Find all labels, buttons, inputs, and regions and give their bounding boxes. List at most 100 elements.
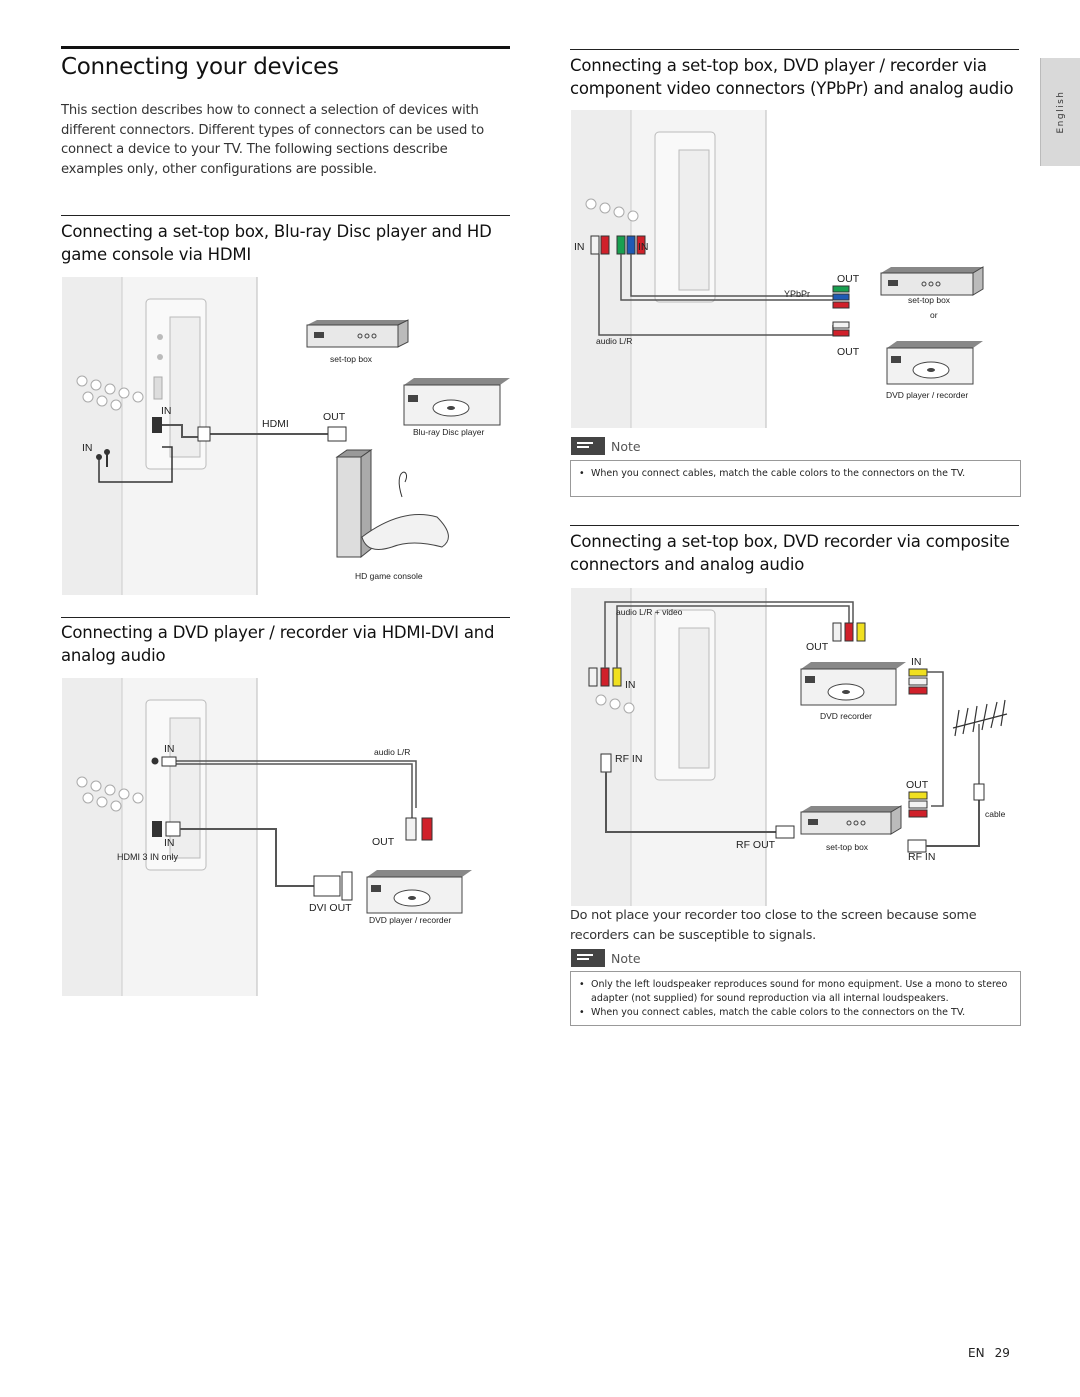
recorder-in-plugs: [908, 668, 928, 695]
label-audio-lr: audio L/R: [596, 336, 632, 346]
component-cable: [620, 254, 833, 301]
hdmi-port-tv: [152, 821, 162, 837]
label-audio-video: audio L/R + video: [616, 607, 683, 617]
note-label: Note: [611, 438, 641, 454]
hdmi-diagram: IN IN HDMI OUT set-top box Blu-ray Disc …: [62, 277, 510, 595]
rf-plug-tv: [600, 753, 612, 773]
dvd-recorder-device: [366, 870, 472, 914]
section-rule-component: [570, 49, 1019, 50]
label-in-tv: IN: [625, 679, 636, 691]
page-number: 29: [994, 1346, 1010, 1360]
label-out: OUT: [323, 411, 346, 423]
label-audio-lr: audio L/R: [374, 747, 410, 757]
gamepad: [361, 514, 449, 550]
label-rf-out: RF OUT: [736, 839, 776, 851]
rf-cable-tv: [605, 772, 776, 833]
label-out-bottom: OUT: [837, 346, 860, 358]
note-icon: [571, 437, 605, 455]
hdmi-port-tv: [152, 417, 162, 433]
note-box-component: When you connect cables, match the cable…: [570, 460, 1021, 497]
heading-dvi: Connecting a DVD player / recorder via H…: [61, 623, 495, 665]
label-out-top: OUT: [837, 273, 860, 285]
plug-tv-white: [588, 667, 598, 687]
rca-plug-white: [405, 817, 417, 841]
label-settop: set-top box: [908, 295, 951, 305]
recorder-cable: [927, 671, 944, 807]
hdmi-dvi-cable: [180, 828, 314, 887]
heading-hdmi: Connecting a set-top box, Blu-ray Disc p…: [61, 222, 492, 264]
page-title: Connecting your devices: [61, 54, 339, 80]
plug-audio-red: [600, 235, 610, 255]
rf-cable-antenna: [926, 798, 980, 847]
note-item: When you connect cables, match the cable…: [577, 467, 1010, 481]
label-settop: set-top box: [330, 354, 373, 364]
note-icon: [571, 949, 605, 967]
audio-jack-tv: [151, 757, 159, 765]
label-in-rec: IN: [911, 656, 922, 668]
plug-pr-red: [636, 235, 646, 255]
label-rf-in: RF IN: [908, 851, 935, 863]
label-in-left: IN: [82, 442, 93, 454]
dvd-recorder-device: [800, 662, 906, 706]
label-console: HD game console: [355, 571, 423, 581]
label-or: or: [930, 310, 938, 320]
dvd-player-device: [886, 341, 983, 385]
label-out-settop: OUT: [906, 779, 929, 791]
section-rule-composite: [570, 525, 1019, 526]
label-in-hdmi: IN: [164, 837, 175, 849]
plug-audio-white: [590, 235, 600, 255]
hdmi-plug-device: [327, 426, 347, 442]
label-in-top: IN: [161, 405, 172, 417]
rca-jacks-tv: [76, 375, 144, 411]
rf-plug-settop: [775, 825, 795, 839]
settop-box-device: [306, 319, 409, 348]
hdmi-cable: [162, 424, 330, 438]
plug-tv-red: [600, 667, 610, 687]
component-diagram: IN IN OUT YPbPr set-top box or audio L/R…: [571, 110, 1019, 428]
label-hdmi: HDMI: [262, 418, 289, 430]
label-bluray: Blu-ray Disc player: [413, 427, 484, 437]
note-item: When you connect cables, match the cable…: [577, 1006, 1010, 1020]
component-plugs-device: [832, 285, 850, 309]
audio-cable: [174, 760, 417, 808]
page-footer: EN 29: [968, 1346, 1010, 1360]
audio-cable-in: [98, 446, 173, 483]
footer-lang: EN: [968, 1346, 985, 1360]
label-in-audio: IN: [164, 743, 175, 755]
rca-plug-red: [421, 817, 433, 841]
label-dvi-out: DVI OUT: [309, 902, 352, 914]
game-console-device: [335, 449, 449, 559]
label-out: OUT: [372, 836, 395, 848]
label-dvd-recorder: DVD recorder: [820, 711, 872, 721]
rca-jacks-tv: [76, 776, 144, 812]
hdmi-plug: [165, 821, 181, 837]
plug-tv-yellow: [612, 667, 622, 687]
dvi-diagram: IN audio L/R IN HDMI 3 IN only OUT DVI O…: [62, 678, 510, 996]
settop-out-plugs: [908, 791, 928, 818]
settop-box-device: [800, 805, 902, 835]
note-heading-composite: Note: [571, 949, 641, 967]
note-item: Only the left loudspeaker reproduces sou…: [577, 978, 1010, 1006]
composite-diagram: audio L/R + video OUT IN IN DVD recorder…: [571, 588, 1019, 906]
label-out-top: OUT: [806, 641, 829, 653]
dvi-plug: [313, 875, 341, 897]
section-rule-dvi: [61, 617, 510, 618]
section-rule-hdmi: [61, 215, 510, 216]
title-rule: [61, 46, 510, 49]
hdmi-plug-tv: [197, 426, 211, 442]
note-box-composite: Only the left loudspeaker reproduces sou…: [570, 971, 1021, 1026]
heading-component: Connecting a set-top box, DVD player / r…: [570, 56, 1014, 98]
bluray-player-device: [403, 378, 510, 426]
audio-plugs-device: [832, 321, 850, 337]
heading-composite: Connecting a set-top box, DVD recorder v…: [570, 532, 1010, 574]
plug-pb-blue: [626, 235, 636, 255]
label-hdmi3: HDMI 3 IN only: [117, 852, 179, 862]
label-rf-in-tv: RF IN: [615, 753, 642, 765]
intro-paragraph: This section describes how to connect a …: [61, 103, 484, 177]
av-cable: [604, 601, 854, 668]
label-ypbpr: YPbPr: [784, 289, 810, 299]
note-label: Note: [611, 950, 641, 966]
composite-body: Do not place your recorder too close to …: [570, 908, 977, 943]
label-cable: cable: [985, 809, 1006, 819]
settop-box-device: [880, 266, 984, 296]
